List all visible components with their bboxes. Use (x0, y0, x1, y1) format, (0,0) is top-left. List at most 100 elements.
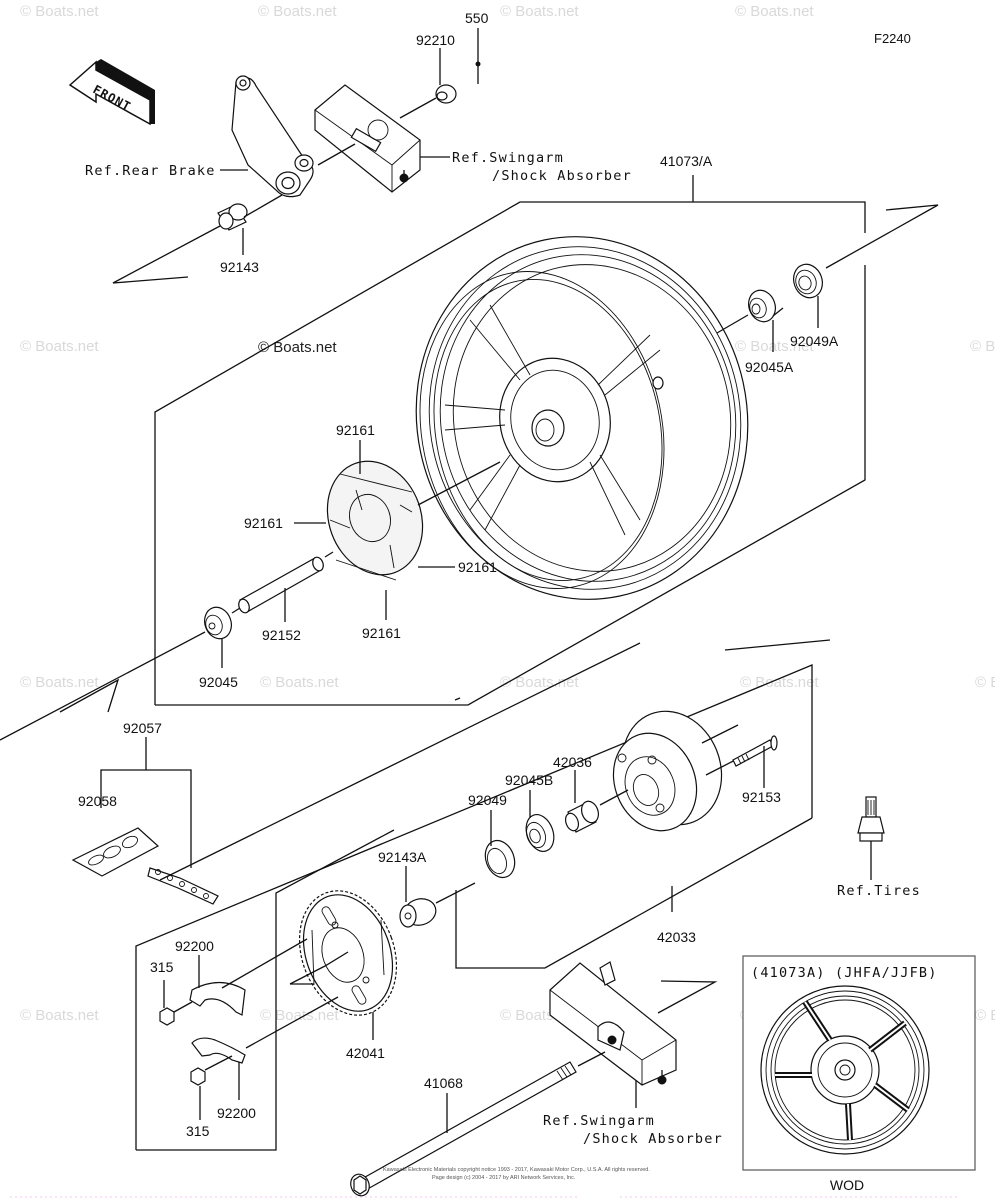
part-label-92200-bottom[interactable]: 92200 (217, 1105, 256, 1121)
watermark: © Boats.net (20, 1007, 99, 1024)
axis-line (724, 639, 831, 651)
part-92200-chain-adjuster-top[interactable] (189, 981, 246, 1016)
part-42036-collar[interactable] (563, 799, 601, 833)
copyright-line-1: Kawasaki Electronic Materials copyright … (383, 1167, 650, 1173)
axis-line (231, 607, 241, 614)
axis-line (112, 225, 221, 284)
part-label-92210[interactable]: 92210 (416, 32, 455, 48)
part-label-42033[interactable]: 42033 (657, 929, 696, 945)
part-label-92057[interactable]: 92057 (123, 720, 162, 736)
swingarm-bracket-top (314, 84, 421, 193)
part-label-315-bottom[interactable]: 315 (186, 1123, 210, 1139)
part-550-cotter-pin[interactable] (475, 28, 481, 84)
axis-line (317, 143, 356, 166)
part-92058-master-link-kit[interactable] (71, 827, 160, 877)
leader-line (100, 769, 192, 868)
swingarm-bracket-bottom (549, 961, 677, 1086)
axis-line (289, 951, 349, 985)
watermark: © Boats.net (258, 3, 337, 20)
watermark: © Boats.net (735, 3, 814, 20)
part-label-92153[interactable]: 92153 (742, 789, 781, 805)
part-label-92049A[interactable]: 92049A (790, 333, 839, 349)
part-92143A-collar[interactable] (399, 895, 439, 928)
part-label-92161-left[interactable]: 92161 (244, 515, 283, 531)
part-label-92143[interactable]: 92143 (220, 259, 259, 275)
part-41068-rear-axle[interactable] (348, 1061, 577, 1198)
ref-swingarm-top-2[interactable]: /Shock Absorber (492, 168, 632, 184)
axis-line (577, 1051, 606, 1067)
part-label-92152[interactable]: 92152 (262, 627, 301, 643)
part-92049-oil-seal[interactable] (480, 836, 519, 881)
part-315-nut-bottom[interactable] (190, 1067, 206, 1086)
part-label-92143A[interactable]: 92143A (378, 849, 427, 865)
part-92153-bolt[interactable] (732, 735, 778, 767)
part-92045-bearing[interactable] (200, 604, 235, 643)
watermark: © Boats.net (260, 674, 339, 691)
axis-line (324, 551, 334, 558)
part-42041-rear-sprocket[interactable] (283, 877, 413, 1029)
assembly-frame-42033 (135, 664, 813, 1150)
part-label-41068[interactable]: 41068 (424, 1075, 463, 1091)
watermark-dark: © Boats.net (258, 339, 337, 356)
part-label-92045A[interactable]: 92045A (745, 359, 794, 375)
ref-swingarm-top-1[interactable]: Ref.Swingarm (452, 150, 564, 166)
part-label-92045[interactable]: 92045 (199, 674, 238, 690)
part-label-92045B[interactable]: 92045B (505, 772, 553, 788)
axis-line (599, 789, 629, 806)
axis-line (772, 307, 784, 317)
part-92152-collar[interactable] (237, 556, 325, 615)
axis-line (454, 697, 461, 701)
assembly-frame-41073 (155, 265, 866, 706)
assembly-frame-41073 (154, 201, 866, 705)
part-label-92200-top[interactable]: 92200 (175, 938, 214, 954)
ref-rear-brake[interactable]: Ref.Rear Brake (85, 163, 216, 179)
figure-id: F2240 (874, 31, 911, 46)
axis-line (701, 724, 739, 744)
axis-line (417, 461, 501, 506)
watermark: © Boats.net (975, 674, 995, 691)
part-label-92161-right[interactable]: 92161 (458, 559, 497, 575)
part-315-nut-top[interactable] (159, 1007, 175, 1026)
watermark: © Boats.net (970, 338, 995, 355)
rear-brake-arm (231, 75, 314, 198)
part-92210-collar[interactable] (435, 84, 457, 104)
inset-wheel-variant[interactable]: (41073A) (JHFA/JJFB) (742, 955, 976, 1193)
part-label-550[interactable]: 550 (465, 10, 489, 26)
watermark: © Boats.net (20, 3, 99, 20)
part-label-42036[interactable]: 42036 (553, 754, 592, 770)
watermark: © Boats.net (740, 674, 819, 691)
part-92143-collar[interactable] (217, 203, 248, 231)
copyright-line-2: Page design (c) 2004 - 2017 by ARI Netwo… (432, 1175, 576, 1181)
watermark: © Boats.net (20, 338, 99, 355)
axis-line (173, 1001, 193, 1013)
front-arrow-icon: FRONT (68, 59, 155, 126)
part-92049A-oil-seal[interactable] (789, 260, 827, 302)
axis-line (399, 97, 437, 119)
part-92161-hub-dampers[interactable] (312, 448, 438, 588)
valve-stem-icon (857, 796, 885, 842)
part-label-92161-top[interactable]: 92161 (336, 422, 375, 438)
part-label-315-top[interactable]: 315 (150, 959, 174, 975)
part-92045A-bearing[interactable] (744, 287, 779, 326)
watermark: © Boats.net (260, 1007, 339, 1024)
ref-swingarm-bottom-2[interactable]: /Shock Absorber (583, 1131, 723, 1147)
axis-line (716, 314, 749, 334)
rear-wheel[interactable] (383, 206, 781, 631)
part-label-41073A[interactable]: 41073/A (660, 153, 713, 169)
axis-line (657, 980, 718, 1014)
part-label-42041[interactable]: 42041 (346, 1045, 385, 1061)
part-label-92049[interactable]: 92049 (468, 792, 507, 808)
part-label-92161-bottom[interactable]: 92161 (362, 625, 401, 641)
axis-line (0, 631, 206, 741)
axis-line (204, 1055, 233, 1071)
inset-title: (41073A) (JHFA/JJFB) (751, 965, 938, 981)
ref-swingarm-bottom-1[interactable]: Ref.Swingarm (543, 1113, 655, 1129)
part-label-92058[interactable]: 92058 (78, 793, 117, 809)
part-92200-chain-adjuster-bottom[interactable] (191, 1037, 246, 1064)
part-42033-coupling[interactable] (599, 696, 738, 843)
part-92057-drive-chain[interactable] (147, 867, 219, 905)
part-92045B-bearing[interactable] (521, 811, 558, 856)
axis-line (221, 938, 308, 989)
ref-tires[interactable]: Ref.Tires (837, 883, 921, 899)
